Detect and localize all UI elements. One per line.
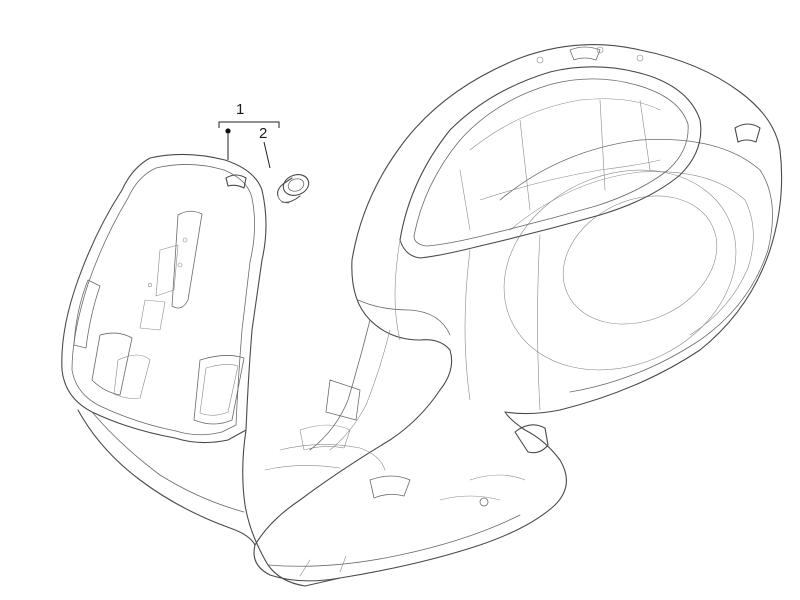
callout-1-dot [225,128,231,134]
callout-2-label: 2 [259,125,267,142]
front-shield-part [61,153,267,444]
callout-group: 1 2 [218,101,280,169]
callout-1-label: 1 [236,101,244,118]
grommet-part [277,174,310,204]
callout-2-leader [263,141,271,169]
scooter-body-frame [77,44,783,587]
callout-1-bracket [218,121,280,128]
